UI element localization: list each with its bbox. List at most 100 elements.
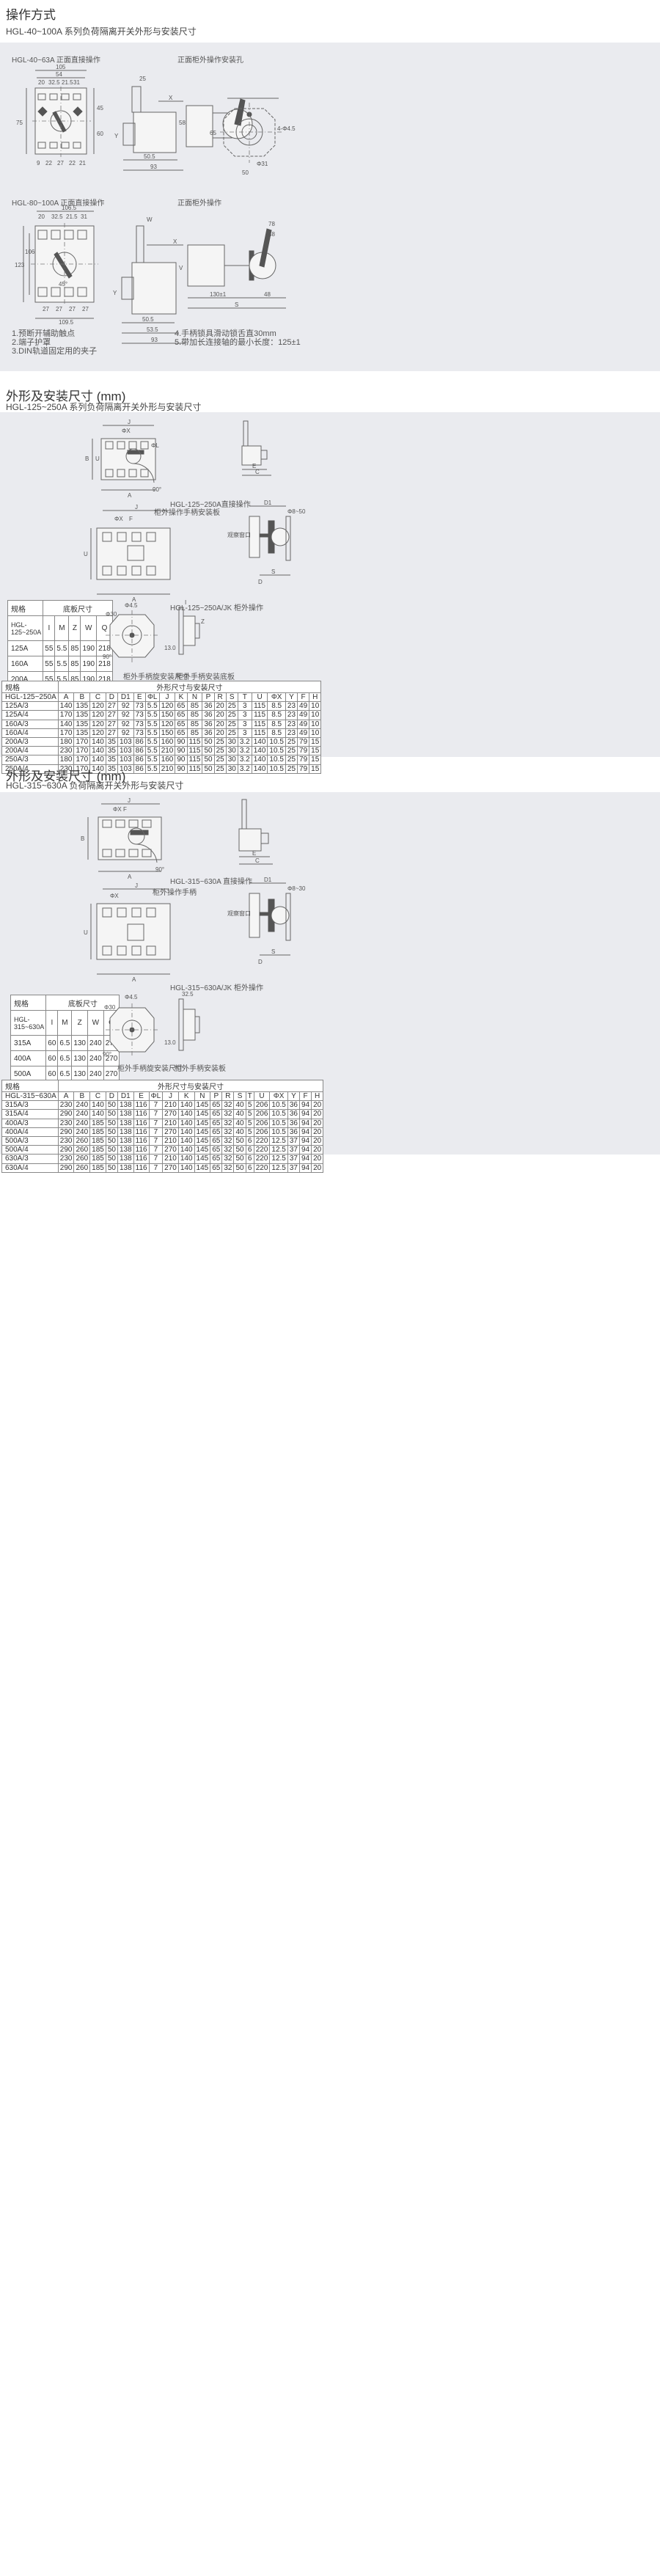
svg-text:31: 31 <box>81 213 87 220</box>
s2-dim-value-cell: 10.5 <box>267 755 286 765</box>
svg-text:60: 60 <box>97 131 103 137</box>
s3-dim-value-cell: 290 <box>57 1127 75 1137</box>
s1-handle-assembly-drawing <box>183 84 286 164</box>
s2-dim-value-cell: 25 <box>285 746 298 756</box>
svg-text:D: D <box>258 579 263 585</box>
s1-mounting-hole-drawing: 4-Φ4.5 50 Φ31 65 <box>210 87 296 176</box>
s3-dim-value-cell: 37 <box>287 1135 300 1146</box>
s3-dim-value-cell: 185 <box>89 1154 106 1164</box>
s2-dim-value-cell: 5.5 <box>144 701 160 711</box>
svg-text:54: 54 <box>56 71 62 78</box>
s3-dim-table-model: HGL-315~630A <box>1 1091 59 1102</box>
s2-dim-value-cell: 115 <box>251 701 268 711</box>
s3-plate-value-cell: 240 <box>87 1035 104 1051</box>
s2-dim-col-header: K <box>175 692 188 703</box>
s2-dim-col-header: E <box>133 692 146 703</box>
s3-dim-value-cell: 7 <box>148 1163 164 1173</box>
s2-dim-value-cell: 36 <box>202 728 215 738</box>
s3-dim-col-header: ΦX <box>269 1091 288 1102</box>
s3-dim-value-cell: 116 <box>133 1109 150 1119</box>
s3-dim-value-cell: 116 <box>133 1127 150 1137</box>
s2-dim-value-cell: 15 <box>309 764 322 774</box>
s2-dim-value-cell: 120 <box>89 701 106 711</box>
svg-text:S: S <box>271 948 275 955</box>
s3-dim-value-cell: 50 <box>233 1145 246 1155</box>
s3-dim-table-h1: 规格 <box>1 1080 59 1092</box>
svg-text:Φ8~30: Φ8~30 <box>287 885 306 892</box>
s3-dim-value-cell: 94 <box>298 1118 312 1128</box>
svg-text:53.5: 53.5 <box>147 326 158 333</box>
svg-text:32.5: 32.5 <box>51 213 63 220</box>
s3-plate-value-cell: 60 <box>45 1035 59 1051</box>
s2-dim-value-cell: 25 <box>225 710 238 720</box>
s3-dim-value-cell: 50 <box>105 1163 118 1173</box>
svg-text:D1: D1 <box>264 877 272 883</box>
s3-dim-value-cell: 230 <box>57 1135 75 1146</box>
s3-dim-value-cell: 185 <box>89 1135 106 1146</box>
svg-text:E: E <box>252 463 256 469</box>
s2-dim-value-cell: 85 <box>186 719 203 729</box>
s3-dim-value-cell: 32 <box>221 1118 235 1128</box>
s2-dim-value-cell: 49 <box>297 728 310 738</box>
svg-text:90°: 90° <box>155 866 164 873</box>
s3-dim-value-cell: 20 <box>311 1100 324 1110</box>
s2-diagram-label-3: HGL-125~250A/JK 柜外操作 <box>170 604 263 612</box>
s2-dim-value-cell: 36 <box>202 710 215 720</box>
s3-dim-value-cell: 140 <box>89 1100 106 1110</box>
s3-dim-value-cell: 145 <box>194 1100 211 1110</box>
s2-dim-value-cell: 3 <box>237 701 252 711</box>
s2-plate-value-cell: 5.5 <box>54 656 70 672</box>
svg-text:X: X <box>169 95 173 101</box>
s3-dim-value-cell: 185 <box>89 1145 106 1155</box>
s3-dim-value-cell: 94 <box>298 1135 312 1146</box>
s3-dim-value-cell: 138 <box>117 1118 134 1128</box>
s3-dim-value-cell: 145 <box>194 1163 211 1173</box>
s3-dim-value-cell: 10.5 <box>269 1100 288 1110</box>
s3-dim-value-cell: 65 <box>210 1118 223 1128</box>
s3-dim-value-cell: 7 <box>148 1127 164 1137</box>
s2-dim-value-cell: 150 <box>158 728 176 738</box>
s2-dim-value-cell: 35 <box>105 764 118 774</box>
svg-text:X: X <box>173 238 177 245</box>
s3-dim-value-cell: 145 <box>194 1118 211 1128</box>
s3-dim-value-cell: 220 <box>253 1154 271 1164</box>
svg-text:90°: 90° <box>103 1051 111 1058</box>
s2-dim-table-h2: 外形尺寸与安装尺寸 <box>57 681 322 693</box>
svg-text:21.5: 21.5 <box>62 79 73 86</box>
s3-dim-value-cell: 20 <box>311 1145 324 1155</box>
s2-dim-value-cell: 30 <box>225 755 238 765</box>
svg-text:Z: Z <box>201 618 205 625</box>
s2-diagram-label-2: 柜外操作手柄安装板 <box>154 509 220 517</box>
s2-dim-col-header: Y <box>285 692 298 703</box>
s3-dim-value-cell: 32 <box>221 1135 235 1146</box>
s3-dim-spec-cell: 400A/4 <box>1 1127 59 1137</box>
s2-dim-value-cell: 50 <box>202 746 215 756</box>
s3-dim-value-cell: 260 <box>73 1154 91 1164</box>
s2-dim-value-cell: 8.5 <box>267 701 286 711</box>
s2-dim-value-cell: 170 <box>73 755 91 765</box>
s3-dim-value-cell: 140 <box>177 1145 195 1155</box>
s2-dim-value-cell: 23 <box>285 710 298 720</box>
s2-dim-spec-cell: 125A/4 <box>1 710 59 720</box>
s2-dim-spec-cell: 200A/3 <box>1 736 59 747</box>
s2-dim-value-cell: 115 <box>186 746 203 756</box>
s2-dim-value-cell: 170 <box>57 728 75 738</box>
svg-text:U: U <box>95 455 100 462</box>
s2-diagram-label-5: 柜外手柄安装底板 <box>176 673 235 681</box>
s2-dim-col-header: H <box>309 692 322 703</box>
s2-dim-value-cell: 25 <box>213 746 227 756</box>
s2-dim-value-cell: 170 <box>73 746 91 756</box>
svg-text:Y: Y <box>114 133 119 139</box>
s2-dim-value-cell: 160 <box>158 755 176 765</box>
s2-dim-spec-cell: 125A/3 <box>1 701 59 711</box>
s3-dim-value-cell: 40 <box>233 1109 246 1119</box>
s3-dim-value-cell: 260 <box>73 1145 91 1155</box>
s2-dim-value-cell: 20 <box>213 701 227 711</box>
s2-dim-col-header: D1 <box>117 692 134 703</box>
s3-dim-value-cell: 50 <box>105 1135 118 1146</box>
s3-dim-value-cell: 50 <box>105 1154 118 1164</box>
svg-text:A: A <box>132 596 136 603</box>
s3-dim-value-cell: 140 <box>177 1163 195 1173</box>
s2-dim-value-cell: 140 <box>251 736 268 747</box>
